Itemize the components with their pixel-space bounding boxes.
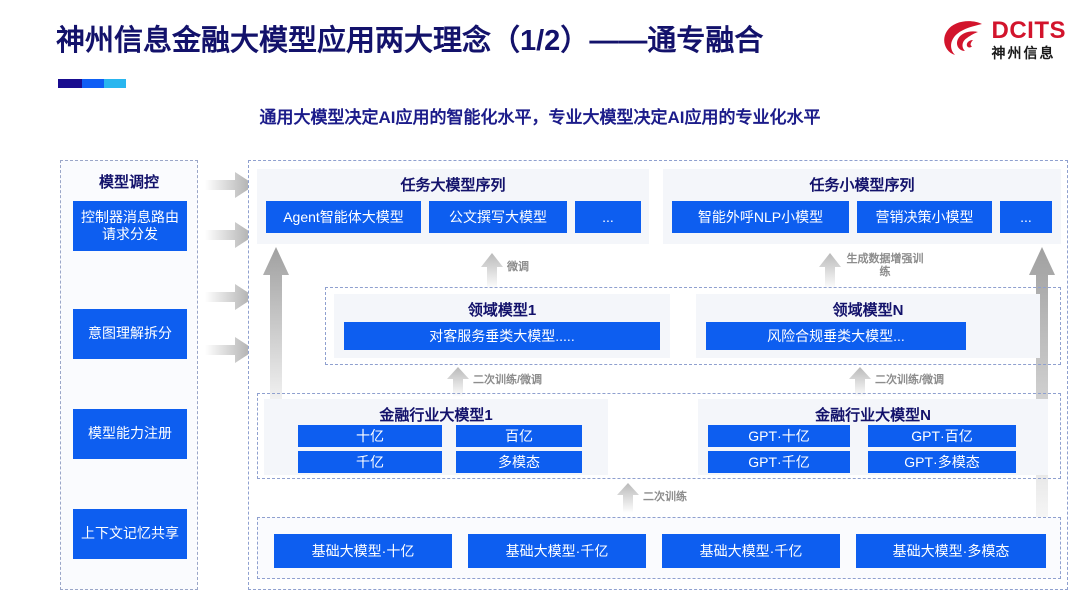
control-panel-title: 模型调控 <box>98 174 159 191</box>
industry-left-box-1[interactable]: 十亿 <box>298 425 442 447</box>
up-arrow-icon-right-tall <box>1029 247 1055 547</box>
foundation-layer-group: 基础大模型·十亿 基础大模型·千亿 基础大模型·千亿 基础大模型·多模态 <box>257 517 1061 579</box>
control-panel: 模型调控 控制器消息路由请求分发 意图理解拆分 模型能力注册 上下文记忆共享 <box>60 160 198 590</box>
domain-right-panel: 领域模型N 风险合规垂类大模型... <box>696 294 1040 358</box>
industry-left-box-2[interactable]: 百亿 <box>456 425 582 447</box>
logo-text-cn: 神州信息 <box>991 44 1056 61</box>
industry-right-title: 金融行业大模型N <box>815 407 931 424</box>
logo-text-en: DCITS <box>991 16 1066 44</box>
arrow-label-gendata-right: 生成数据增强训练 <box>846 253 924 278</box>
foundation-box-3[interactable]: 基础大模型·千亿 <box>662 534 840 568</box>
industry-left-box-3[interactable]: 千亿 <box>298 451 442 473</box>
arrow-label-retrain-right: 二次训练/微调 <box>875 374 945 386</box>
domain-right-title: 领域模型N <box>832 302 904 319</box>
task-large-title: 任务大模型序列 <box>400 177 506 194</box>
domain-left-title: 领域模型1 <box>467 302 537 319</box>
foundation-box-1[interactable]: 基础大模型·十亿 <box>274 534 452 568</box>
up-arrow-icon-retrain-left <box>447 367 469 397</box>
task-small-title: 任务小模型序列 <box>809 177 915 194</box>
domain-layer-group: 领域模型1 对客服务垂类大模型..... 领域模型N 风险合规垂类大模型... <box>325 287 1061 365</box>
arrow-label-retrain-left: 二次训练/微调 <box>473 374 543 386</box>
domain-left-box[interactable]: 对客服务垂类大模型..... <box>344 322 660 350</box>
up-arrow-icon-gendata-right <box>819 253 841 289</box>
industry-left-panel: 金融行业大模型1 十亿 百亿 千亿 多模态 <box>264 399 608 475</box>
domain-right-box[interactable]: 风险合规垂类大模型... <box>706 322 966 350</box>
foundation-box-2[interactable]: 基础大模型·千亿 <box>468 534 646 568</box>
task-small-box-2[interactable]: 营销决策小模型 <box>857 201 992 233</box>
accent-segment-2 <box>82 79 104 88</box>
industry-left-box-4[interactable]: 多模态 <box>456 451 582 473</box>
architecture-canvas: 任务大模型序列 Agent智能体大模型 公文撰写大模型 ... 任务小模型序列 … <box>248 160 1068 590</box>
foundation-box-4[interactable]: 基础大模型·多模态 <box>856 534 1046 568</box>
industry-right-panel: 金融行业大模型N GPT·十亿 GPT·百亿 GPT·千亿 GPT·多模态 <box>698 399 1048 475</box>
industry-right-box-4[interactable]: GPT·多模态 <box>868 451 1016 473</box>
task-large-box-2[interactable]: 公文撰写大模型 <box>429 201 567 233</box>
right-arrow-icon-2 <box>205 222 255 248</box>
control-item-router[interactable]: 控制器消息路由请求分发 <box>73 201 187 251</box>
up-arrow-icon-retrain-right <box>849 367 871 397</box>
domain-left-panel: 领域模型1 对客服务垂类大模型..... <box>334 294 670 358</box>
industry-right-box-2[interactable]: GPT·百亿 <box>868 425 1016 447</box>
up-arrow-icon-left-tall <box>263 247 289 427</box>
arrow-label-retrain-base: 二次训练 <box>643 491 687 503</box>
task-small-box-3[interactable]: ... <box>1000 201 1052 233</box>
page-title: 神州信息金融大模型应用两大理念（1/2）——通专融合 <box>56 25 764 57</box>
company-logo: DCITS 神州信息 <box>942 18 1067 60</box>
industry-right-box-3[interactable]: GPT·千亿 <box>708 451 850 473</box>
dcits-swirl-icon <box>943 21 982 55</box>
task-small-panel: 任务小模型序列 智能外呼NLP小模型 营销决策小模型 ... <box>663 169 1061 244</box>
industry-right-box-1[interactable]: GPT·十亿 <box>708 425 850 447</box>
task-large-box-1[interactable]: Agent智能体大模型 <box>266 201 421 233</box>
accent-segment-1 <box>58 79 82 88</box>
page-subtitle: 通用大模型决定AI应用的智能化水平，专业大模型决定AI应用的专业化水平 <box>259 108 821 127</box>
task-large-panel: 任务大模型序列 Agent智能体大模型 公文撰写大模型 ... <box>257 169 649 244</box>
accent-segment-3 <box>104 79 126 88</box>
right-arrow-icon-1 <box>205 172 255 198</box>
industry-layer-group: 金融行业大模型1 十亿 百亿 千亿 多模态 金融行业大模型N GPT·十亿 GP… <box>257 393 1061 479</box>
right-arrow-icon-3 <box>205 284 255 310</box>
industry-left-title: 金融行业大模型1 <box>379 407 493 424</box>
control-item-registry[interactable]: 模型能力注册 <box>73 409 187 459</box>
control-item-intent[interactable]: 意图理解拆分 <box>73 309 187 359</box>
up-arrow-icon-retrain-base <box>617 483 639 513</box>
task-large-box-3[interactable]: ... <box>575 201 641 233</box>
task-small-box-1[interactable]: 智能外呼NLP小模型 <box>672 201 849 233</box>
up-arrow-icon-finetune-left <box>481 253 503 289</box>
arrow-label-finetune-left: 微调 <box>507 261 529 273</box>
right-arrow-icon-4 <box>205 337 255 363</box>
control-item-context[interactable]: 上下文记忆共享 <box>73 509 187 559</box>
accent-bar <box>58 79 126 88</box>
